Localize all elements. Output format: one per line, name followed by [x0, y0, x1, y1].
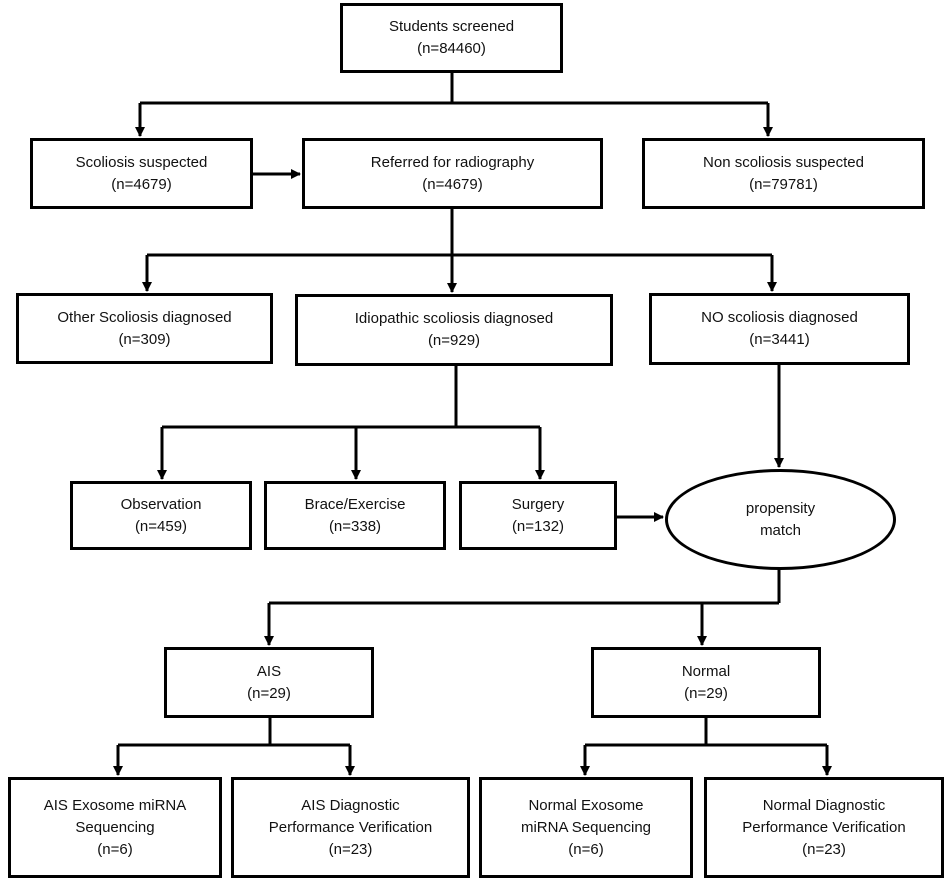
box-non-scoliosis-suspected: Non scoliosis suspected (n=79781): [642, 138, 925, 209]
box-other-scoliosis: Other Scoliosis diagnosed (n=309): [16, 293, 273, 364]
box-count: (n=84460): [417, 40, 486, 57]
box-title: Other Scoliosis diagnosed: [57, 308, 232, 326]
box-title: NO scoliosis diagnosed: [701, 309, 858, 326]
box-count: (n=4679): [422, 175, 483, 193]
box-title: AIS: [256, 662, 282, 680]
box-normal-exosome-sequencing: Normal Exosome miRNA Sequencing (n=6): [479, 777, 693, 878]
box-surgery: Surgery (n=132): [459, 481, 617, 550]
box-title: Students screened: [388, 18, 515, 35]
box-count: (n=132): [511, 517, 565, 535]
box-count: (n=459): [134, 517, 188, 535]
box-count: (n=23): [328, 840, 373, 858]
box-count: (n=929): [427, 332, 481, 349]
box-line: AIS Diagnostic: [301, 796, 400, 814]
box-title: Referred for radiography: [370, 153, 535, 171]
box-count: (n=309): [118, 330, 171, 348]
oval-line: propensity: [745, 499, 816, 517]
box-line: Normal Exosome: [528, 796, 644, 814]
box-count: (n=338): [328, 517, 382, 535]
box-idiopathic-scoliosis: Idiopathic scoliosis diagnosed (n=929): [295, 294, 613, 366]
box-title: Non scoliosis suspected: [703, 153, 864, 171]
box-count: (n=6): [568, 840, 604, 858]
box-title: Brace/Exercise: [304, 495, 406, 513]
box-count: (n=3441): [749, 331, 810, 348]
box-normal: Normal (n=29): [591, 647, 821, 718]
box-line: Performance Verification: [268, 818, 433, 836]
box-brace-exercise: Brace/Exercise (n=338): [264, 481, 446, 550]
box-no-scoliosis: NO scoliosis diagnosed (n=3441): [649, 293, 910, 365]
box-students-screened: Students screened (n=84460): [340, 3, 563, 73]
box-count: (n=29): [247, 684, 291, 702]
box-count: (n=6): [97, 840, 133, 858]
box-line: miRNA Sequencing: [520, 818, 652, 836]
box-title: Scoliosis suspected: [75, 153, 208, 171]
box-referred-radiography: Referred for radiography (n=4679): [302, 138, 603, 209]
box-line: Sequencing: [75, 818, 155, 836]
oval-propensity-match: propensity match: [665, 469, 896, 570]
box-line: Normal Diagnostic: [762, 796, 886, 814]
box-ais: AIS (n=29): [164, 647, 374, 718]
box-title: Observation: [120, 495, 202, 513]
box-ais-diagnostic-verification: AIS Diagnostic Performance Verification …: [231, 777, 470, 878]
box-title: Idiopathic scoliosis diagnosed: [354, 310, 554, 327]
box-title: Normal: [681, 662, 731, 680]
box-observation: Observation (n=459): [70, 481, 252, 550]
oval-line: match: [760, 521, 801, 539]
box-count: (n=4679): [111, 175, 172, 193]
box-count: (n=79781): [749, 175, 818, 193]
box-normal-diagnostic-verification: Normal Diagnostic Performance Verificati…: [704, 777, 944, 878]
box-ais-exosome-sequencing: AIS Exosome miRNA Sequencing (n=6): [8, 777, 222, 878]
box-scoliosis-suspected: Scoliosis suspected (n=4679): [30, 138, 253, 209]
box-line: Performance Verification: [742, 818, 906, 836]
box-count: (n=29): [684, 684, 728, 702]
box-title: Surgery: [511, 495, 565, 513]
box-line: AIS Exosome miRNA: [43, 796, 187, 814]
box-count: (n=23): [802, 840, 846, 858]
